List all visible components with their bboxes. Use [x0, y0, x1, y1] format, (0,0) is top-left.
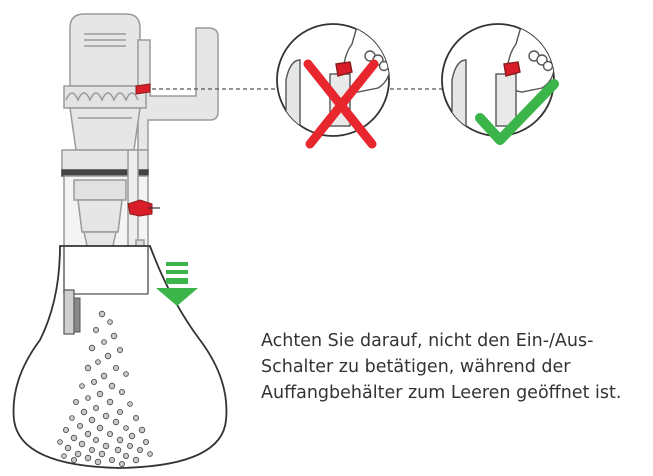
- caution-caption: Achten Sie darauf, nicht den Ein-/Aus- S…: [261, 328, 653, 406]
- collection-bag: [12, 245, 228, 469]
- debris: [57, 310, 153, 467]
- green-check-icon: [475, 79, 559, 145]
- red-x-icon: [303, 59, 379, 149]
- correct-detail: [441, 23, 559, 145]
- caption-line-2: Schalter zu betätigen, während der: [261, 357, 571, 377]
- incorrect-detail: [276, 23, 390, 149]
- bin-release-button: [127, 199, 153, 217]
- power-trigger: [135, 83, 151, 95]
- caption-line-3: Auffangbehälter zum Leeren geöffnet ist.: [261, 383, 622, 403]
- caption-line-1: Achten Sie darauf, nicht den Ein-/Aus-: [261, 331, 594, 351]
- down-arrow-icon: [156, 262, 198, 306]
